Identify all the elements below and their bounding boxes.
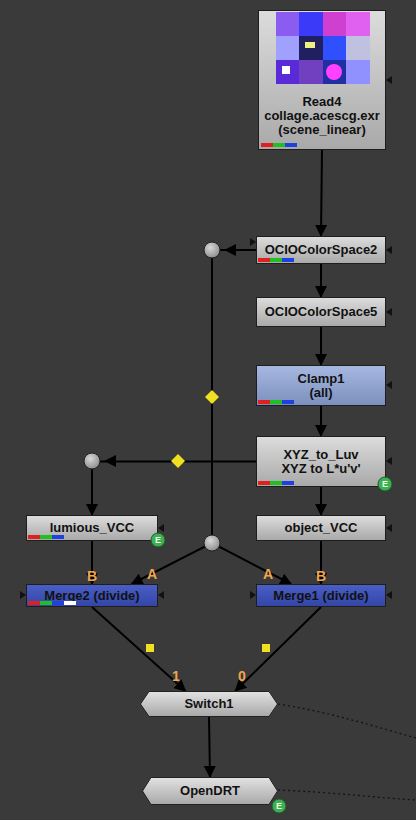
node-name: Merge1 (divide): [273, 589, 368, 603]
port-triangle: [158, 591, 164, 599]
process-box: lumious_VCC: [26, 515, 158, 541]
arrow-head: [104, 455, 116, 467]
port-triangle: [386, 246, 392, 254]
expression-badge: E: [378, 477, 393, 492]
wire-marker: [262, 644, 270, 652]
switch-node: Switch1: [140, 691, 278, 717]
arrow-head: [224, 244, 236, 256]
dot-node: [84, 453, 100, 469]
connector: [320, 406, 322, 436]
node-label: XYZ to L*u'v': [281, 462, 360, 476]
input-label: B: [87, 568, 97, 584]
wire-marker: [171, 454, 185, 468]
node-shape: [141, 692, 278, 717]
node-name: OpenDRT: [180, 784, 240, 798]
connector: [92, 462, 256, 516]
node-name: OCIOColorSpace5: [265, 305, 378, 319]
connector: [92, 607, 186, 691]
dot-node: [204, 535, 220, 551]
expression-badge: E: [151, 533, 166, 548]
connector: [209, 717, 210, 777]
connector: [235, 607, 321, 691]
port-triangle: [386, 457, 392, 465]
wire-marker: [146, 644, 154, 652]
wire-marker: [205, 390, 219, 404]
connector: [320, 487, 322, 515]
connector: [320, 264, 322, 297]
process-box: XYZ_to_LuvXYZ to L*u'v': [256, 436, 386, 487]
process-box: Clamp1(all): [256, 365, 386, 406]
process-box: Merge2 (divide): [26, 584, 158, 607]
port-triangle: [158, 524, 164, 532]
process-box: Read4collage.acescg.exr (scene_linear): [258, 10, 386, 150]
node-name: XYZ_to_Luv: [283, 448, 358, 462]
switch-node: OpenDRT: [142, 777, 278, 805]
node-name: Read4: [302, 95, 341, 109]
process-box: object_VCC: [256, 515, 386, 541]
node-name: OCIOColorSpace2: [265, 243, 378, 257]
input-label: A: [147, 566, 157, 582]
connector: [321, 150, 322, 236]
input-label: B: [316, 568, 326, 584]
node-label: collage.acescg.exr (scene_linear): [261, 109, 383, 137]
node-name: object_VCC: [285, 521, 358, 535]
port-triangle: [386, 524, 392, 532]
node-label: (all): [309, 386, 332, 400]
expression-link: [278, 704, 416, 738]
node-name: Merge2 (divide): [44, 589, 139, 603]
process-box: OCIOColorSpace2: [256, 236, 386, 264]
node-name: lumious_VCC: [50, 521, 135, 535]
input-label: 1: [172, 668, 180, 684]
port-triangle: [386, 591, 392, 599]
port-triangle: [386, 76, 392, 84]
port-triangle: [386, 308, 392, 316]
input-label: A: [263, 566, 273, 582]
connector: [320, 327, 322, 365]
port-triangle: [386, 381, 392, 389]
input-label: 0: [238, 668, 246, 684]
dot-node: [204, 242, 220, 258]
process-box: OCIOColorSpace5: [256, 297, 386, 327]
node-name: Clamp1: [298, 372, 345, 386]
expression-badge: E: [272, 799, 287, 814]
node-name: Switch1: [184, 697, 233, 711]
expression-link: [278, 790, 416, 800]
node-shape: [143, 778, 278, 805]
process-box: Merge1 (divide): [256, 584, 386, 607]
